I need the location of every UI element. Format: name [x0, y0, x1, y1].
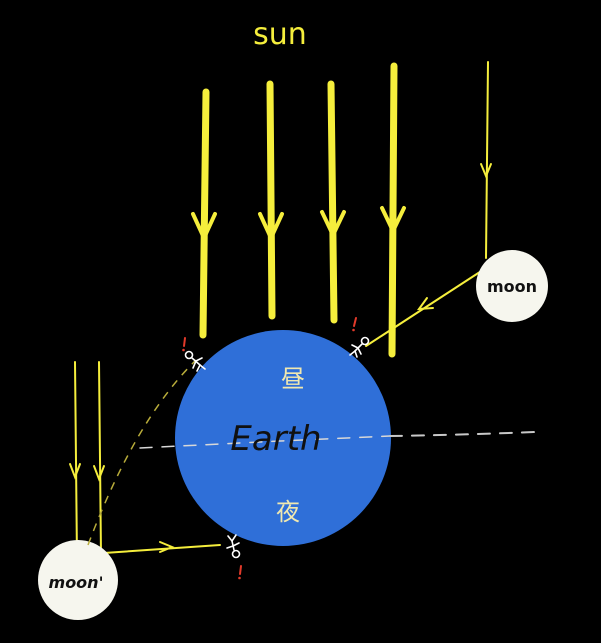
- terminator-line: [139, 431, 536, 449]
- day-label: 昼: [281, 365, 305, 393]
- sun-ray: [258, 80, 284, 320]
- sun-label: sun: [253, 17, 307, 52]
- observer-top-right: [349, 336, 370, 358]
- earth: [175, 330, 391, 546]
- exclamation-mark: [238, 565, 242, 580]
- sun-rays: [191, 62, 406, 358]
- moon-right-label: moon: [487, 277, 537, 296]
- sun-ray: [380, 62, 406, 358]
- moon-left-label: moon': [49, 573, 104, 592]
- earth-label: Earth: [230, 419, 321, 459]
- exclamation-mark: [352, 317, 357, 332]
- sun-ray: [320, 80, 346, 324]
- exclamation-mark: [182, 337, 186, 352]
- observer-top-left: [184, 350, 206, 372]
- moon-right-light: [365, 61, 492, 347]
- moon-left-sightline: [87, 359, 197, 546]
- moon-right: [476, 250, 548, 322]
- moon-left: [38, 540, 118, 620]
- sun-ray: [191, 88, 217, 339]
- moon-left-light: [69, 361, 221, 561]
- observer-bottom-left: [226, 534, 241, 559]
- night-label: 夜: [276, 498, 300, 526]
